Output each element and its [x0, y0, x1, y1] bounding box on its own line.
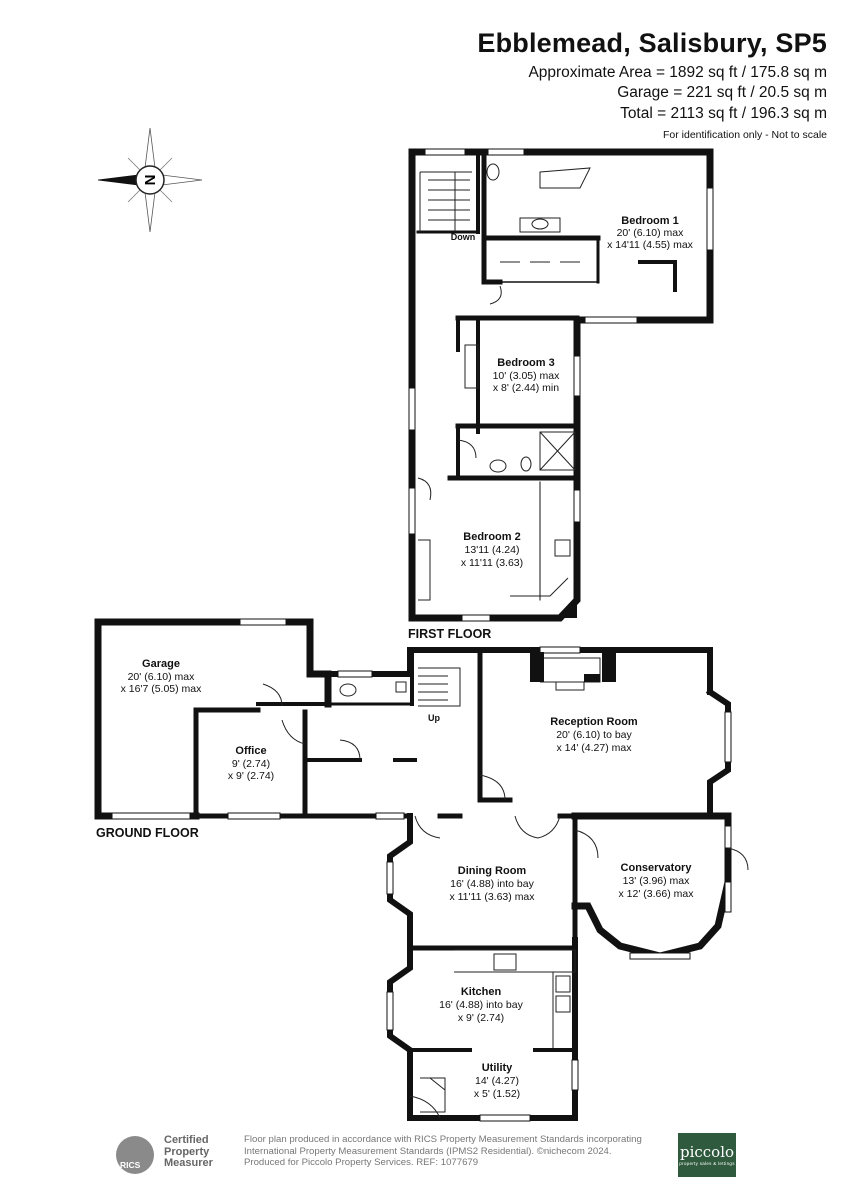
- kitchen-name: Kitchen: [461, 986, 502, 998]
- rics-letters: RICS: [120, 1160, 141, 1170]
- utility-dim1: 14' (4.27): [475, 1075, 519, 1087]
- approx-area: Approximate Area = 1892 sq ft / 175.8 sq…: [528, 64, 827, 81]
- garage-area: Garage = 221 sq ft / 20.5 sq m: [617, 84, 827, 101]
- bedroom-2-dim2: x 11'11 (3.63): [461, 557, 523, 569]
- rics-line-2: Property: [164, 1145, 210, 1158]
- footer-note-2: International Property Measurement Stand…: [244, 1145, 612, 1157]
- garage-dim1: 20' (6.10) max: [128, 671, 196, 683]
- piccolo-tagline: property sales & lettings: [679, 1161, 735, 1166]
- office-dim2: x 9' (2.74): [228, 770, 274, 782]
- first-floor-label: FIRST FLOOR: [408, 627, 492, 641]
- compass-north-label: N: [142, 175, 159, 186]
- conservatory-dim2: x 12' (3.66) max: [619, 888, 695, 900]
- conservatory-name: Conservatory: [621, 862, 693, 874]
- bedroom-1-name: Bedroom 1: [621, 215, 678, 227]
- rics-line-3: Measurer: [164, 1157, 213, 1169]
- rics-line-1: Certified: [164, 1134, 209, 1146]
- compass-rose-icon: N: [97, 127, 203, 233]
- dining-room-name: Dining Room: [458, 865, 527, 877]
- rics-certified-badge: RICS Certified Property Measurer: [112, 1134, 242, 1176]
- utility-dim2: x 5' (1.52): [474, 1088, 520, 1100]
- reception-room-dim1: 20' (6.10) to bay: [556, 729, 632, 741]
- garage-dim2: x 16'7 (5.05) max: [121, 683, 203, 695]
- bedroom-2-name: Bedroom 2: [463, 531, 520, 543]
- footer-note-3: Produced for Piccolo Property Services. …: [244, 1157, 479, 1168]
- bedroom-3-name: Bedroom 3: [497, 357, 554, 369]
- footer-note-1: Floor plan produced in accordance with R…: [244, 1134, 642, 1145]
- kitchen-dim1: 16' (4.88) into bay: [439, 999, 523, 1011]
- dining-room-dim2: x 11'11 (3.63) max: [449, 891, 535, 903]
- kitchen-dim2: x 9' (2.74): [458, 1012, 504, 1024]
- office-name: Office: [235, 745, 266, 757]
- stairs-up-label: Up: [428, 713, 440, 723]
- piccolo-brand: piccolo: [679, 1143, 735, 1161]
- dining-room-dim1: 16' (4.88) into bay: [450, 878, 534, 890]
- stairs-down-label: Down: [451, 232, 476, 242]
- utility-name: Utility: [482, 1062, 513, 1074]
- conservatory-dim1: 13' (3.96) max: [623, 875, 691, 887]
- disclaimer: For identification only - Not to scale: [663, 129, 827, 141]
- rics-logo-icon: [116, 1136, 154, 1174]
- bedroom-3-dim1: 10' (3.05) max: [493, 370, 561, 382]
- office-dim1: 9' (2.74): [232, 758, 270, 770]
- piccolo-logo: piccolo property sales & lettings: [678, 1133, 736, 1177]
- reception-room-dim2: x 14' (4.27) max: [557, 742, 633, 754]
- rics-badge-text: Certified Property Measurer: [164, 1134, 213, 1170]
- reception-room-name: Reception Room: [550, 716, 638, 728]
- bedroom-1-dim1: 20' (6.10) max: [617, 227, 685, 239]
- total-area: Total = 2113 sq ft / 196.3 sq m: [620, 105, 827, 122]
- footer-notes: Floor plan produced in accordance with R…: [244, 1134, 674, 1169]
- plan-title: Ebblemead, Salisbury, SP5: [477, 28, 827, 58]
- garage-name: Garage: [142, 658, 180, 670]
- ground-floor-label: GROUND FLOOR: [96, 826, 199, 840]
- bedroom-2-dim1: 13'11 (4.24): [465, 544, 520, 556]
- bedroom-1-dim2: x 14'11 (4.55) max: [607, 239, 694, 251]
- bedroom-3-dim2: x 8' (2.44) min: [493, 382, 559, 394]
